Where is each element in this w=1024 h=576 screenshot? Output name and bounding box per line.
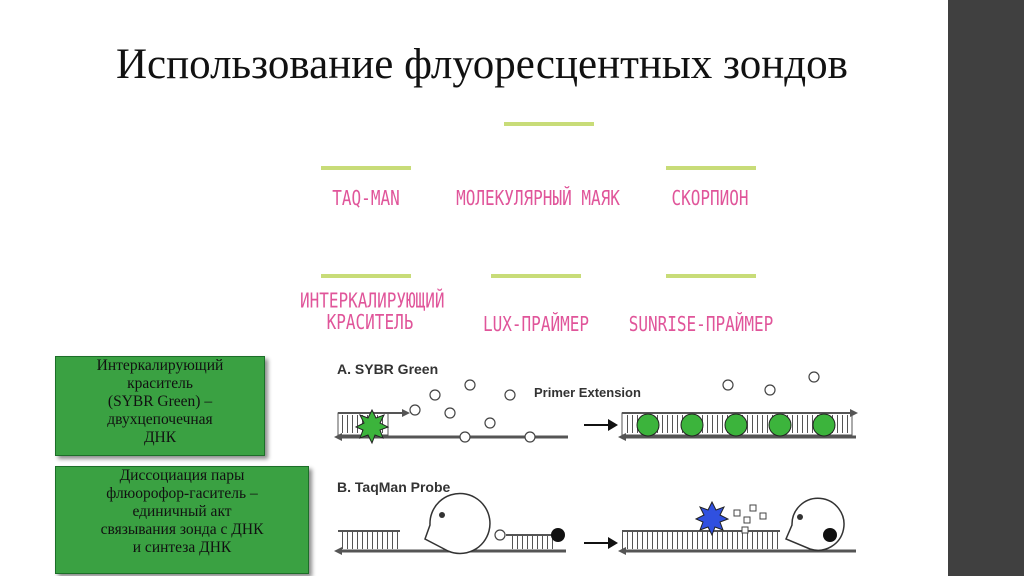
accent-line-1 — [504, 122, 594, 126]
accent-line-4 — [321, 274, 411, 278]
reporter-dye-icon — [494, 529, 506, 541]
arrow-icon — [584, 419, 618, 431]
taqman-box-line: Диссоциация пары — [119, 467, 245, 484]
probe-sunrise-label: SUNRISE-ПРАЙМЕР — [628, 312, 774, 336]
taqman-box-line: связывания зонда с ДНК — [100, 521, 264, 538]
polymerase-icon — [785, 497, 845, 552]
probe-intercalating-line2: КРАСИТЕЛЬ — [326, 310, 414, 334]
free-dye-icons-right — [722, 371, 820, 396]
quencher-icon — [823, 528, 837, 542]
taqman-box-line: единичный акт — [132, 503, 232, 520]
right-sidebar-bar — [948, 0, 1024, 576]
panel-a-label: A. SYBR Green — [337, 361, 439, 377]
accent-line-3 — [666, 166, 756, 170]
panel-b-label: B. TaqMan Probe — [337, 479, 451, 495]
arrow-icon — [584, 537, 618, 549]
probe-fragment-icons — [733, 504, 767, 534]
probe-taqman-label: TAQ-MAN — [332, 186, 400, 210]
sybr-dye-icon — [354, 408, 390, 445]
accent-line-5 — [491, 274, 581, 278]
accent-line-2 — [321, 166, 411, 170]
polymerase-icon — [424, 492, 491, 555]
probe-intercalating-label: ИНТЕРКАЛИРУЮЩИЙ КРАСИТЕЛЬ — [300, 288, 445, 334]
panel-a-caption: Primer Extension — [534, 385, 641, 400]
taqman-box-line: и синтеза ДНК — [132, 539, 232, 556]
probe-lux-label: LUX-ПРАЙМЕР — [483, 312, 589, 336]
sybr-box-line: ДНК — [143, 429, 177, 446]
bound-sybr-dye-icons — [636, 413, 836, 437]
taqman-description-box: Диссоциация пары флюорофор-гаситель – ед… — [55, 466, 309, 574]
sybr-box-line: двухцепочечная — [107, 411, 213, 428]
pcr-probe-diagram — [334, 371, 858, 555]
panel-b-right-dna — [618, 530, 856, 555]
accent-line-6 — [666, 274, 756, 278]
probe-intercalating-line1: ИНТЕРКАЛИРУЮЩИЙ — [300, 288, 445, 313]
slide-title: Использование флуоресцентных зондов — [116, 41, 848, 88]
probe-scorpion-label: СКОРПИОН — [671, 186, 749, 210]
quencher-icon — [551, 528, 565, 542]
released-reporter-icon — [694, 500, 730, 537]
sybr-box-line: (SYBR Green) – — [107, 393, 213, 410]
taqman-box-line: флюорофор-гаситель – — [106, 485, 258, 502]
panel-b-left-dna — [334, 530, 566, 555]
sybr-box-line: краситель — [127, 375, 193, 392]
probe-molecular-beacon-label: МОЛЕКУЛЯРНЫЙ МАЯК — [456, 186, 620, 210]
free-dye-icons — [409, 379, 536, 443]
sybr-box-line: Интеркалирующий — [96, 357, 224, 374]
sybr-green-description-box: Интеркалирующий краситель (SYBR Green) –… — [55, 356, 265, 456]
